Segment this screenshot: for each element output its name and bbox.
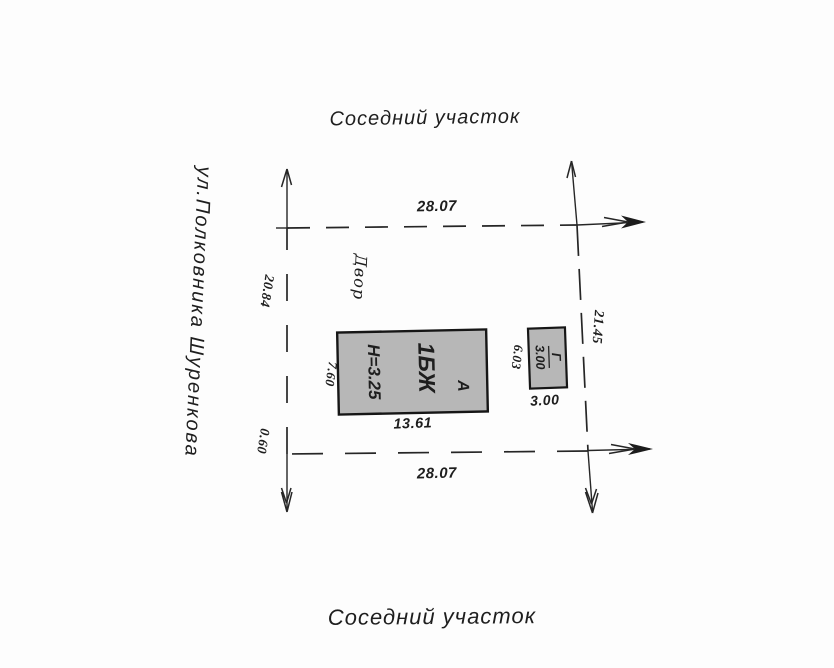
- garage-size-label: 3.00: [533, 345, 548, 370]
- arrow-right-bottom-icon: [628, 443, 653, 455]
- dimension-labels: 28.07 28.07 13.61 3.00 20.84 0.60 21.45 …: [254, 198, 606, 483]
- boundary-top-line: [286, 224, 578, 229]
- arrow-right-top-icon: [621, 215, 646, 229]
- garage-letter-label: Г: [549, 352, 564, 362]
- garage-fraction-label: Г 3.00: [533, 345, 565, 370]
- dim-building-width: 7.60: [322, 361, 341, 388]
- dimension-arrows: [276, 160, 653, 514]
- extension-top-right-up: [570, 160, 578, 226]
- garage-outline: [526, 326, 569, 390]
- neighbor-plot-bottom-label: Соседний участок: [328, 603, 537, 630]
- building-height-label: Н=3.25: [364, 344, 384, 400]
- boundary-right-line: [576, 224, 589, 452]
- arrow-down-left-icon: [280, 487, 293, 513]
- dim-garage-width: 3.00: [530, 391, 560, 409]
- building-code-label: 1БЖ: [413, 342, 440, 394]
- garage-structure: Г 3.00: [526, 326, 569, 390]
- dim-side-left: 20.84: [257, 273, 277, 309]
- building-letter-label: А: [454, 379, 471, 392]
- dim-front-bottom: 28.07: [416, 464, 458, 482]
- boundary-bottom-line: [286, 450, 589, 455]
- street-label: ул.Полковника Шуренкова: [180, 164, 215, 458]
- dim-side-left-offset: 0.60: [254, 427, 273, 455]
- arrow-up-right-icon: [566, 160, 577, 179]
- dim-garage-length: 6.03: [509, 344, 527, 370]
- dim-side-right: 21.45: [589, 309, 606, 345]
- neighbor-plot-top-label: Соседний участок: [329, 106, 521, 131]
- arrow-up-left-icon: [280, 168, 293, 188]
- building-outline: [335, 328, 490, 416]
- dim-front-top: 28.07: [416, 198, 457, 216]
- arrow-right-bottom-chevron-icon: [608, 443, 636, 455]
- dim-building-length: 13.61: [393, 415, 432, 432]
- arrow-down-right-icon: [584, 487, 599, 514]
- fraction-bar: [547, 345, 550, 368]
- plot-boundary: [286, 224, 589, 455]
- yard-label: Двор: [349, 252, 370, 300]
- arrow-right-top-chevron-icon: [601, 216, 629, 228]
- main-building: Н=3.25 1БЖ А: [335, 328, 490, 416]
